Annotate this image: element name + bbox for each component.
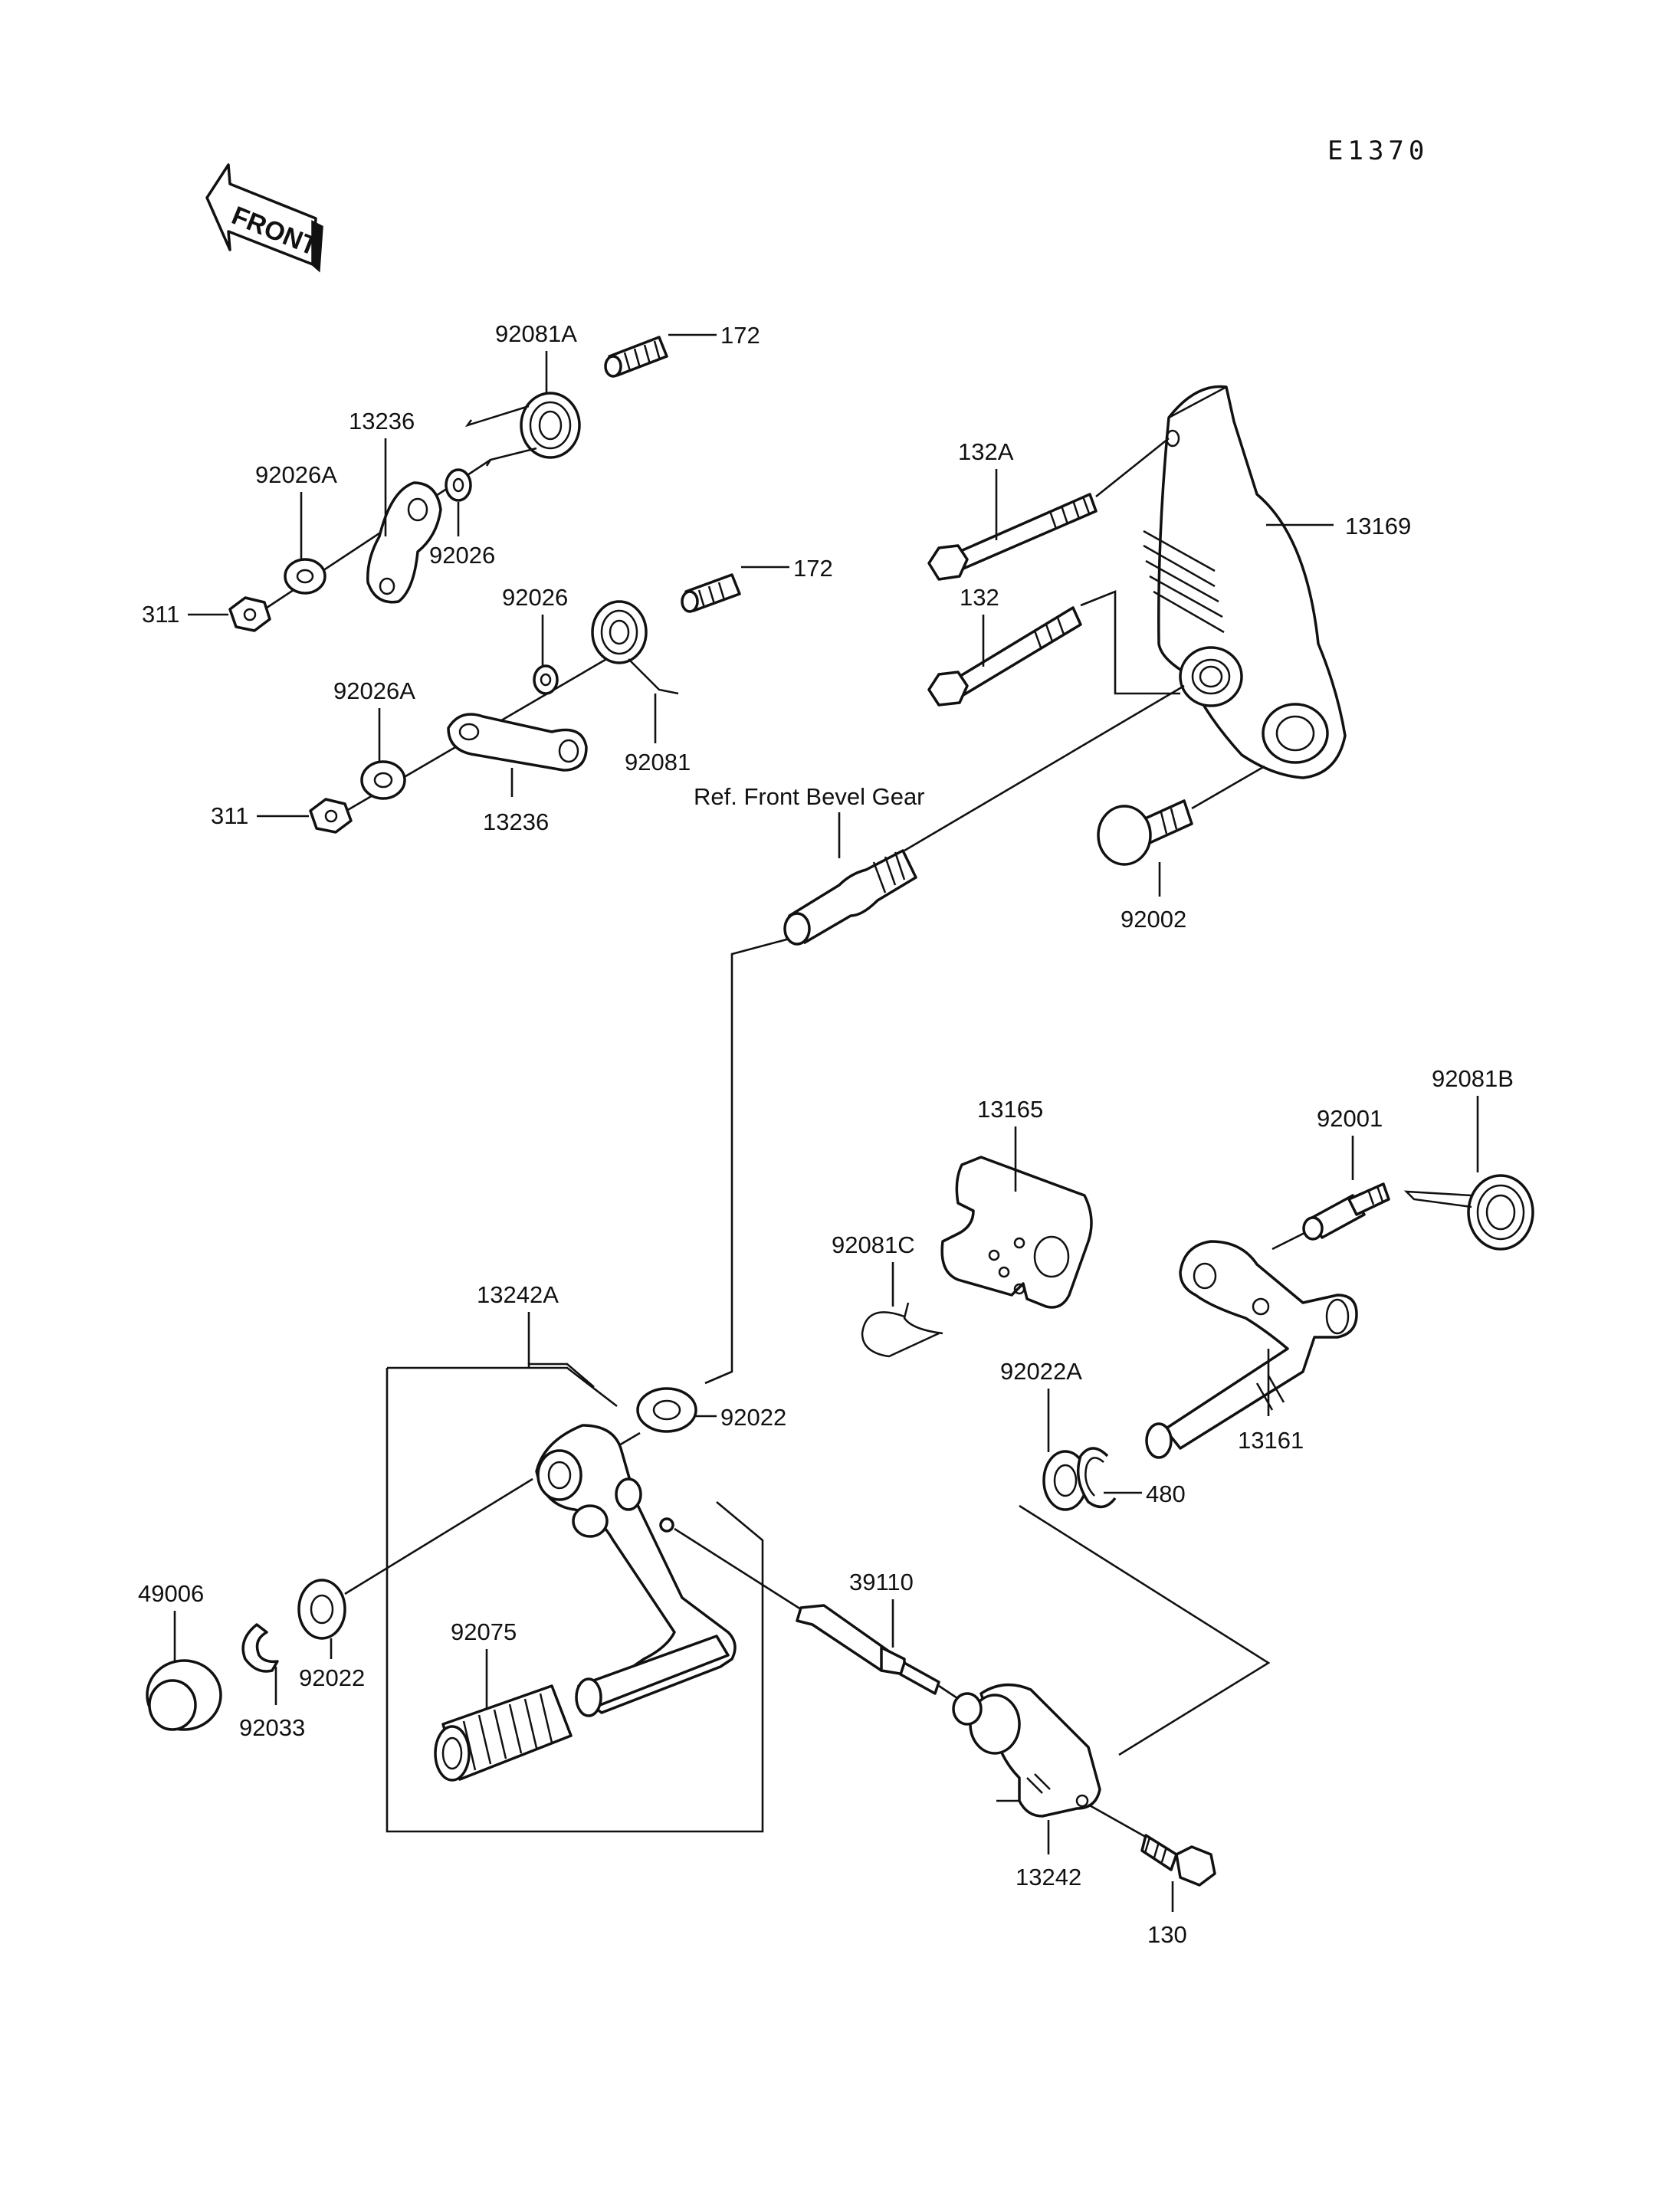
- label-ref-front-bevel-gear: Ref. Front Bevel Gear: [694, 783, 925, 810]
- label-172-top: 172: [720, 322, 760, 349]
- label-311-top: 311: [142, 601, 179, 628]
- label-92081C: 92081C: [832, 1231, 915, 1258]
- label-13236-top: 13236: [349, 408, 415, 434]
- label-92002: 92002: [1121, 906, 1186, 933]
- pin-172-top: [604, 336, 668, 378]
- washer-92026-top: [445, 468, 472, 502]
- spring-92081B: [1403, 1174, 1534, 1251]
- tie-rod-39110: [674, 1527, 963, 1703]
- label-49006: 49006: [138, 1580, 204, 1607]
- label-13165: 13165: [977, 1096, 1043, 1123]
- diagram-code: E1370: [1327, 136, 1429, 166]
- label-92026A-top: 92026A: [255, 461, 337, 488]
- label-92026A-mid: 92026A: [333, 677, 415, 704]
- pin-172-mid: [681, 573, 741, 613]
- label-13242: 13242: [1016, 1864, 1081, 1890]
- washer-92026A-mid: [360, 760, 406, 800]
- shaft-13161: [1145, 1240, 1358, 1459]
- label-92001: 92001: [1317, 1105, 1383, 1132]
- bolt-92002: [1097, 765, 1265, 866]
- label-92022-top: 92022: [720, 1404, 786, 1431]
- washer-92026A-top: [284, 558, 326, 595]
- plate-13165: [940, 1156, 1093, 1309]
- clip-92081C: [861, 1302, 943, 1358]
- label-132A: 132A: [958, 438, 1014, 465]
- label-92022A: 92022A: [1000, 1358, 1082, 1385]
- label-39110: 39110: [849, 1569, 914, 1595]
- washer-92026-mid: [533, 664, 559, 695]
- label-311-mid: 311: [211, 802, 248, 829]
- nut-311-top: [228, 596, 271, 632]
- lever-13236-top: [366, 481, 442, 604]
- spring-92081: [591, 600, 679, 695]
- label-92033: 92033: [239, 1714, 305, 1741]
- label-480: 480: [1146, 1481, 1186, 1507]
- upper-lever-group-bottom: [309, 573, 741, 834]
- label-13236-mid: 13236: [483, 808, 549, 835]
- footpeg-rubber-92075: [434, 1684, 573, 1782]
- eclip-92033: [241, 1623, 279, 1673]
- upper-lever-group-top: [228, 336, 668, 632]
- label-92081B: 92081B: [1432, 1065, 1514, 1092]
- label-92081A: 92081A: [495, 320, 577, 347]
- label-92026-top: 92026: [429, 542, 495, 569]
- lever-13236-mid: [447, 713, 588, 772]
- shift-lever-13242: [952, 1683, 1101, 1818]
- shift-pedal: [535, 1424, 737, 1717]
- group-box-13242A: [386, 1362, 764, 1833]
- cap-49006: [146, 1659, 222, 1731]
- washer-92022-low: [297, 1477, 533, 1640]
- label-92022-low: 92022: [299, 1664, 365, 1691]
- bolt-132A: [927, 437, 1170, 581]
- shaft-ref-front-bevel-gear: [704, 684, 1185, 1385]
- front-arrow-icon: FRONT: [205, 163, 323, 273]
- label-92026-mid: 92026: [502, 584, 568, 611]
- label-130: 130: [1147, 1921, 1187, 1948]
- bolt-132: [927, 590, 1180, 707]
- label-132: 132: [960, 584, 999, 611]
- label-13169: 13169: [1345, 513, 1411, 539]
- label-13242A: 13242A: [477, 1281, 559, 1308]
- label-92081: 92081: [625, 749, 691, 776]
- bolt-92001: [1271, 1182, 1390, 1251]
- nut-311-mid: [309, 798, 353, 834]
- labels: 92081A 172 13236 92026A 92026 311 92026 …: [138, 320, 1514, 1948]
- bolt-130: [1088, 1803, 1216, 1887]
- spring-92081A: [464, 392, 581, 467]
- label-13161: 13161: [1238, 1427, 1304, 1454]
- connector-lower-right: [1019, 1504, 1271, 1756]
- label-172-mid: 172: [793, 555, 833, 582]
- bracket-13169: [1143, 385, 1347, 779]
- label-92075: 92075: [451, 1618, 517, 1645]
